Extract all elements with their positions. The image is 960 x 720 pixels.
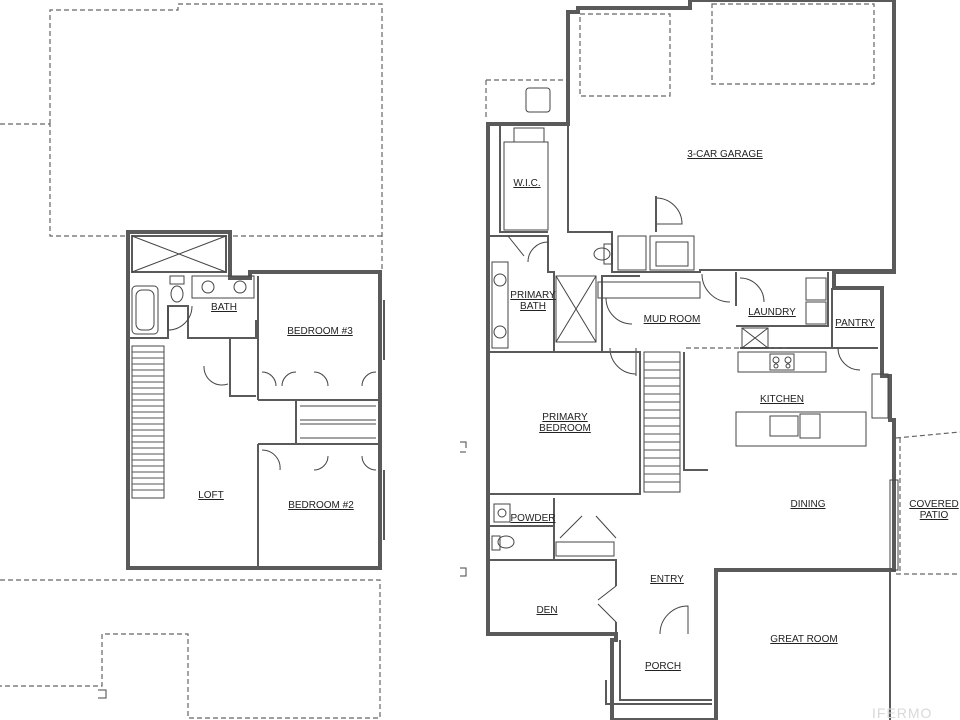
label-pantry: PANTRY xyxy=(835,318,875,329)
primary-bedroom-walls xyxy=(488,351,641,495)
label-primary-bath-line2: BATH xyxy=(520,301,546,312)
garage-door-outlines xyxy=(579,3,875,97)
upper-exterior-walls xyxy=(126,230,382,570)
label-kitchen: KITCHEN xyxy=(760,394,804,405)
upper-stairs xyxy=(131,345,165,499)
toilet-icon xyxy=(169,275,185,285)
porch-walls xyxy=(605,640,712,705)
water-heater-icon xyxy=(649,235,695,271)
vanity-icon-primary xyxy=(491,261,509,349)
toilet-icon-powder xyxy=(497,535,515,549)
label-bedroom-2: BEDROOM #2 xyxy=(288,500,354,511)
main-stairs xyxy=(643,351,708,493)
label-loft: LOFT xyxy=(198,490,224,501)
bathtub-icon xyxy=(131,285,159,335)
main-floor-plan xyxy=(98,0,960,720)
kitchen-island xyxy=(735,411,867,447)
sink-icon xyxy=(769,415,799,437)
label-den: DEN xyxy=(536,605,557,616)
label-primary-bath-line1: PRIMARY xyxy=(510,290,556,301)
label-mud-room: MUD ROOM xyxy=(644,314,701,325)
upper-floor-plan xyxy=(0,3,385,719)
dryer-icon xyxy=(805,301,827,325)
shower-icon xyxy=(555,275,597,343)
label-laundry: LAUNDRY xyxy=(748,307,796,318)
washer-icon xyxy=(805,277,827,301)
label-primary-bedroom-line1: PRIMARY xyxy=(542,412,588,423)
label-wic: W.I.C. xyxy=(513,178,540,189)
label-great-room: GREAT ROOM xyxy=(770,634,837,645)
label-porch: PORCH xyxy=(645,661,681,672)
toilet-icon-primary xyxy=(593,247,611,261)
range-icon xyxy=(769,353,795,371)
label-dining: DINING xyxy=(791,499,826,510)
label-bedroom-3: BEDROOM #3 xyxy=(287,326,353,337)
sink-icon-powder xyxy=(493,503,511,523)
vanity-icon xyxy=(191,275,255,299)
upper-interior-walls xyxy=(128,276,380,568)
open-to-below xyxy=(131,235,227,273)
great-room-walls xyxy=(716,569,891,720)
label-primary-bedroom-line2: BEDROOM xyxy=(539,423,591,434)
label-entry: ENTRY xyxy=(650,574,684,585)
garage-walls xyxy=(567,124,894,273)
watermark: IFERMO xyxy=(872,705,932,720)
roof-outline-lower xyxy=(0,579,381,719)
label-powder: POWDER xyxy=(511,513,556,524)
den-walls xyxy=(488,559,617,634)
label-garage: 3-CAR GARAGE xyxy=(687,149,763,160)
label-bath: BATH xyxy=(211,302,237,313)
roof-outline-upper xyxy=(0,3,383,270)
kitchen-counter xyxy=(737,351,827,373)
label-covered-patio-line1: COVERED xyxy=(909,499,958,510)
powder-walls xyxy=(488,498,616,561)
label-covered-patio-line2: PATIO xyxy=(920,510,949,521)
